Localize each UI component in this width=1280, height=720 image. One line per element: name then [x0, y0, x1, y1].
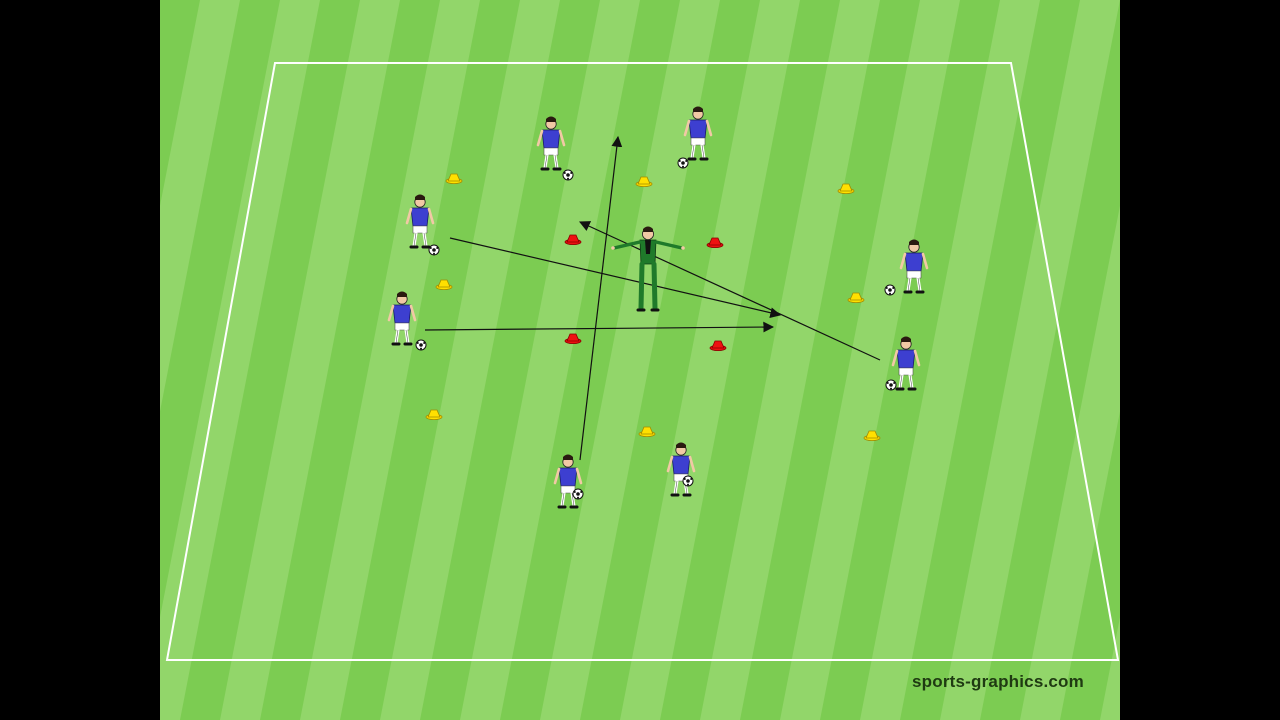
grass-stripe: [0, 0, 40, 720]
soccer-ball: [885, 379, 897, 391]
grass-stripe: [740, 0, 920, 720]
pass-arrow: [579, 135, 623, 461]
pass-arrow: [424, 321, 775, 333]
soccer-ball: [428, 244, 440, 256]
grass-stripe: [980, 0, 1120, 720]
grass-stripe: [420, 0, 600, 720]
soccer-ball: [677, 157, 689, 169]
grass-stripe: [260, 0, 440, 720]
grass-stripe: [340, 0, 520, 720]
pass-arrows: [424, 135, 881, 461]
grass-stripe: [160, 0, 200, 206]
pass-arrow: [449, 237, 782, 319]
watermark-text: sports-graphics.com: [912, 672, 1084, 691]
soccer-ball: [415, 339, 427, 351]
grass-stripe: [500, 0, 680, 720]
grass-stripe: [180, 0, 360, 720]
grass-stripe: [160, 0, 280, 618]
soccer-ball: [572, 488, 584, 500]
training-grid-boundary: [165, 62, 1120, 661]
grass-stripe: [1140, 0, 1280, 720]
soccer-ball: [682, 475, 694, 487]
soccer-ball: [884, 284, 896, 296]
soccer-ball: [562, 169, 574, 181]
grass-stripe: [660, 0, 840, 720]
central-coach: [611, 226, 685, 312]
grass-stripe: [1060, 411, 1120, 720]
grass-stripe: [580, 0, 760, 720]
grass-stripe: [900, 0, 1080, 720]
grass-stripe: [0, 0, 120, 720]
